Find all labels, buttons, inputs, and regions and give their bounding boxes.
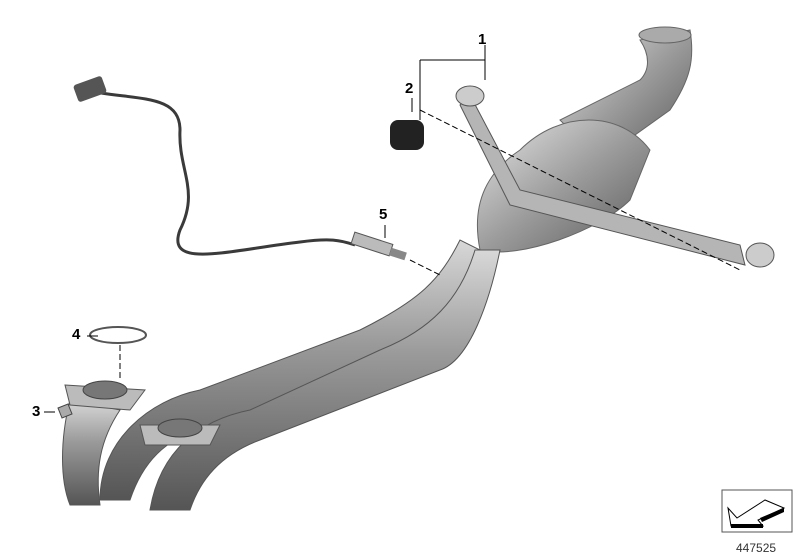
rubber-mount bbox=[390, 120, 424, 150]
flange-1 bbox=[64, 380, 146, 411]
diagram-id: 447525 bbox=[736, 541, 777, 555]
sensor-cable bbox=[94, 90, 356, 256]
header-pipe-front bbox=[62, 399, 121, 506]
bracket bbox=[455, 85, 775, 268]
flange-2 bbox=[139, 418, 221, 446]
callout-3: 3 bbox=[32, 403, 41, 420]
callout-2: 2 bbox=[405, 80, 414, 97]
sensor-connector bbox=[73, 76, 107, 102]
callout-5: 5 bbox=[379, 206, 388, 223]
callout-1: 1 bbox=[478, 31, 487, 48]
callout-4: 4 bbox=[72, 326, 81, 343]
orientation-arrow-icon bbox=[721, 489, 793, 533]
gasket bbox=[89, 326, 147, 344]
nut bbox=[57, 403, 73, 419]
oxygen-sensor bbox=[350, 231, 407, 261]
leader-lines bbox=[44, 45, 741, 413]
catalytic-converter bbox=[476, 119, 651, 253]
